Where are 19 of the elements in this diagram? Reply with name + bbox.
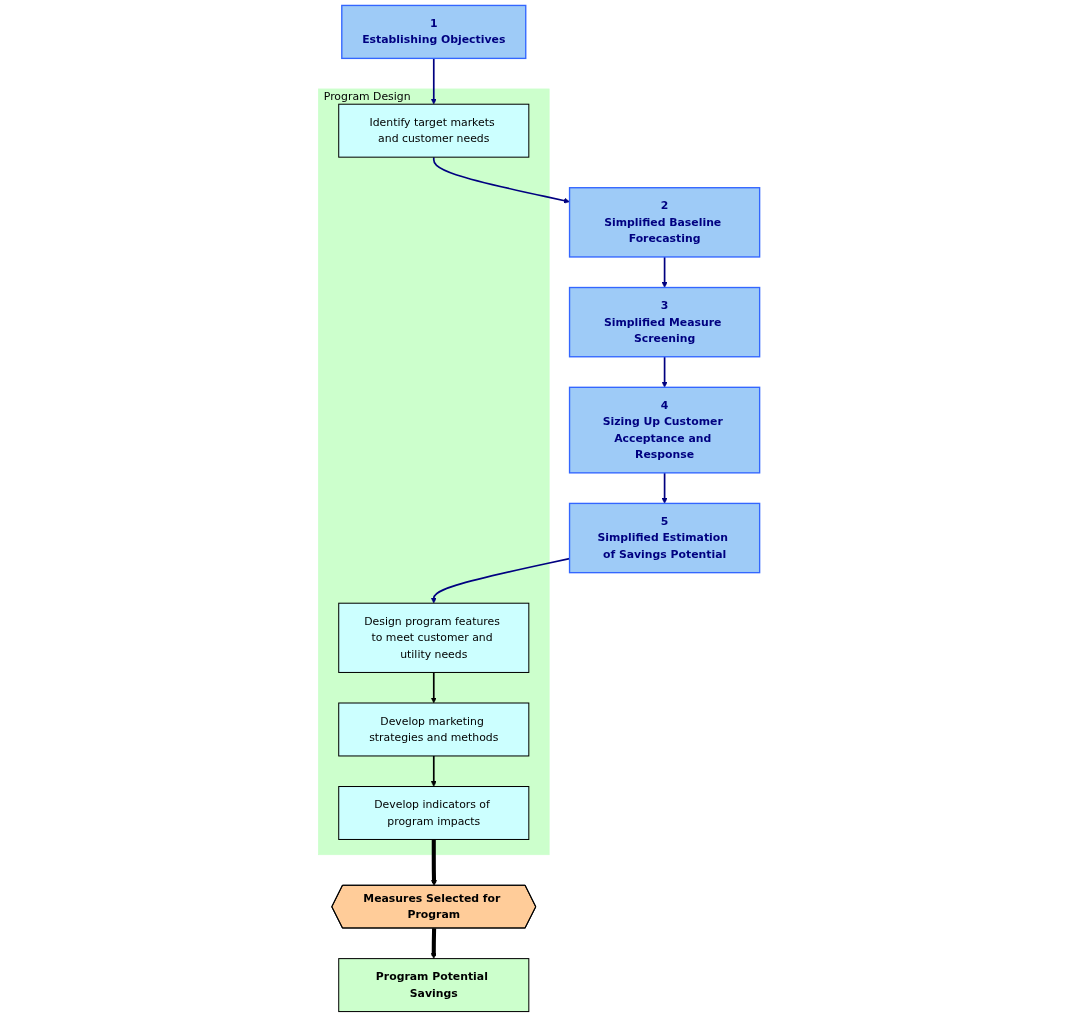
node-box: 4 Sizing Up Customer Acceptance and Response [568, 386, 761, 474]
node-box: Identify target markets and customer needs [338, 103, 530, 158]
arrow [430, 671, 437, 704]
node-box: Develop marketing strategies and methods [338, 702, 530, 757]
node-box: Design program features to meet customer and utility needs [338, 602, 530, 673]
arrow [431, 839, 437, 886]
arrow [432, 156, 570, 204]
node-box: 2 Simplified Baseline Forecasting [568, 187, 761, 258]
node-box: Develop indicators of program impacts [338, 786, 530, 840]
node-box: 1 Establishing Objectives [341, 4, 527, 60]
node-box: 5 Simplified Estimation of Savings Potential [568, 502, 761, 574]
node-box: 3 Simplified Measure Screening [568, 286, 761, 358]
arrow [430, 928, 437, 959]
arrow [661, 256, 668, 288]
arrow [661, 355, 668, 388]
arrow [661, 472, 668, 504]
arrow [430, 755, 437, 787]
arrow [430, 57, 437, 105]
node-box: Program Potential Savings [338, 958, 530, 1013]
